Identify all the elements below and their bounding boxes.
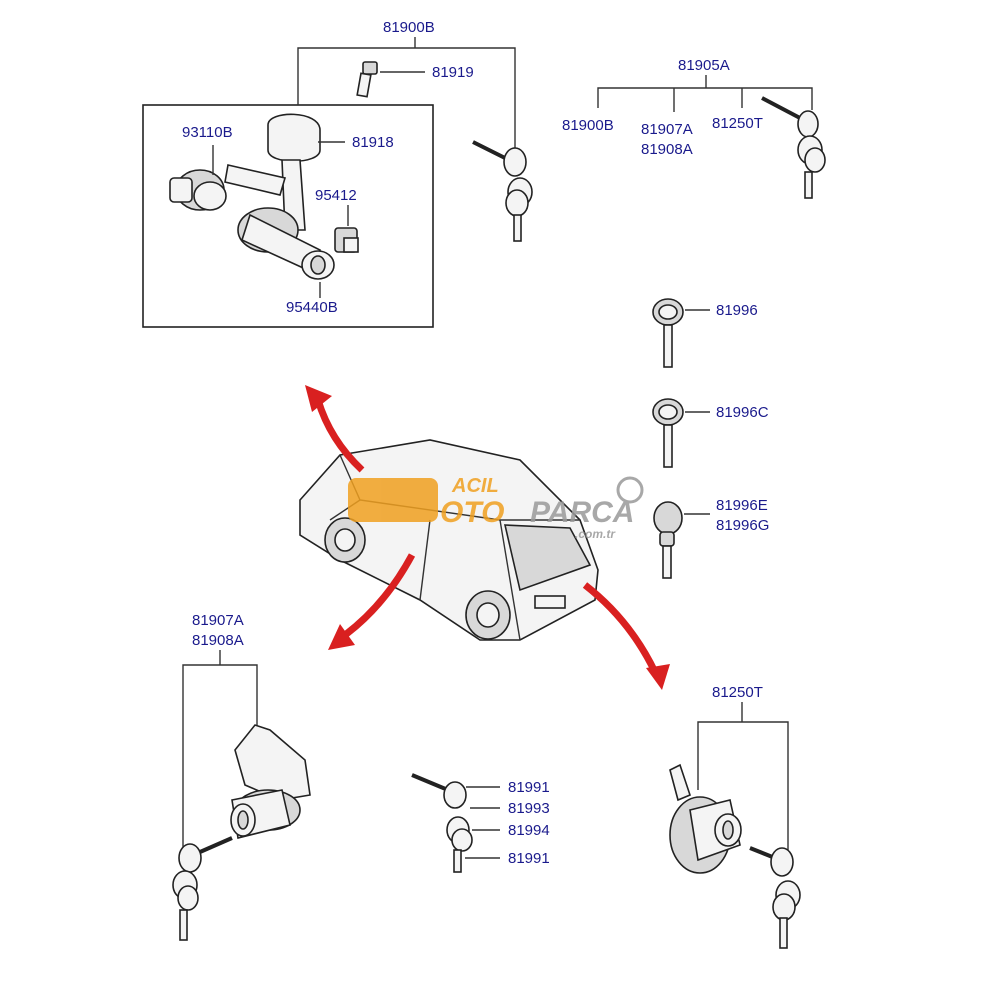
label-key-3a: 81996E [716, 497, 768, 514]
arrow-to-ignition [305, 385, 365, 473]
watermark-shape [348, 478, 438, 522]
car-illustration [299, 439, 599, 641]
assembly-frame [142, 104, 434, 328]
label-top-group: 81900B [383, 19, 435, 36]
watermark-logo: ACIL OTO PARCA .com.tr [348, 475, 644, 541]
label-door-lock-2: 81908A [192, 632, 244, 649]
label-door-lock-1: 81907A [192, 612, 244, 629]
door-key-set [172, 836, 233, 941]
label-key-set-group: 81905A [678, 57, 730, 74]
arrow-to-door-lock [328, 553, 416, 650]
label-blank-key-4: 81991 [508, 850, 550, 867]
label-switch: 95412 [315, 187, 357, 204]
bolt-part [356, 61, 378, 98]
label-key-set-b2: 81908A [641, 141, 693, 158]
blank-key-group: 81991 81993 81994 81991 [411, 773, 550, 873]
tailgate-lock-group: 81250T [669, 684, 801, 949]
watermark-gear-icon [616, 476, 644, 504]
label-bolt: 81919 [432, 64, 474, 81]
key-81996e [653, 501, 683, 579]
label-lock-body-set: 93110B [182, 124, 233, 141]
label-tailgate-lock: 81250T [712, 684, 763, 701]
label-key-3b: 81996G [716, 517, 769, 534]
label-blank-key-1: 81991 [508, 779, 550, 796]
steering-lock-housing [224, 113, 335, 280]
label-key-set-b1: 81907A [641, 121, 693, 138]
tailgate-lock-part [669, 763, 742, 874]
key-set-81905a [761, 96, 826, 199]
watermark-line3: PARCA [530, 496, 634, 529]
key-81996 [652, 298, 684, 368]
watermark-domain: .com.tr [575, 527, 616, 541]
label-key-set-a: 81900B [562, 117, 614, 134]
ignition-lock-assembly: 81900B 81919 93110B 81918 [142, 19, 533, 328]
switch-part [334, 227, 359, 253]
key-set-group: 81905A 81900B 81907A 81908A 81250T [562, 57, 826, 199]
arrow-to-tailgate-lock [582, 582, 670, 690]
door-lock-group: 81907A 81908A [172, 612, 311, 941]
lock-body-part [169, 169, 227, 211]
tailgate-key-set [749, 846, 801, 949]
key-set-81900b [472, 140, 533, 242]
door-lock-part [230, 724, 311, 839]
label-key-1: 81996 [716, 302, 758, 319]
label-blank-key-2: 81993 [508, 800, 550, 817]
key-81996c [652, 398, 684, 468]
blank-key-set [411, 773, 473, 873]
watermark-line1: ACIL [451, 475, 499, 497]
watermark-line2: OTO [440, 496, 504, 529]
label-key-set-c: 81250T [712, 115, 763, 132]
label-bracket: 81918 [352, 134, 394, 151]
label-blank-key-3: 81994 [508, 822, 550, 839]
label-key-2: 81996C [716, 404, 769, 421]
label-cylinder: 95440B [286, 299, 338, 316]
